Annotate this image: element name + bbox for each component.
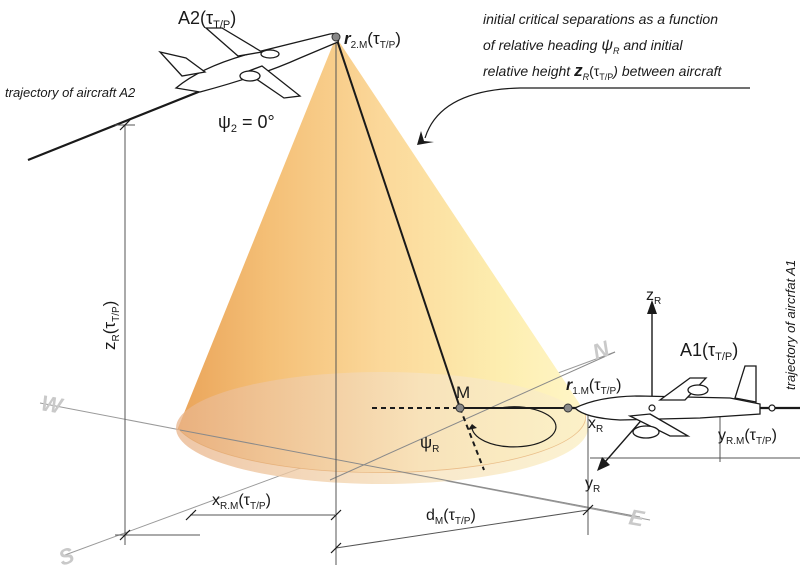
- r1-label: r1.M(τT/P): [566, 377, 621, 397]
- dm-dimension-label: dM(τT/P): [426, 507, 476, 527]
- xr-axis-label: xR: [588, 415, 603, 435]
- zr-dimension-label: zR(τT/P): [100, 301, 122, 350]
- a2-label: A2(τT/P): [178, 8, 236, 31]
- west-axis-front: [179, 429, 641, 518]
- compass-west: W: [39, 390, 66, 419]
- cone-base-front-edge: [177, 411, 587, 474]
- psi-r-label: ψR: [420, 433, 439, 455]
- psi2-label: ψ2 = 0°: [218, 112, 275, 135]
- point-r2: [331, 32, 341, 42]
- cone-base: [176, 372, 588, 484]
- r2-label: r2.M(τT/P): [344, 29, 401, 51]
- heading-dashed-down: [459, 407, 485, 471]
- north-axis-front: [329, 351, 616, 481]
- zr-dimension: [115, 37, 800, 565]
- compass-east: E: [627, 504, 647, 531]
- trajectory-a1-label: trajectory of aircrfat A1: [783, 260, 798, 390]
- note-leader-line: [424, 87, 750, 139]
- svg-text:of relative heading ψR and ini: of relative heading ψR and initial: [483, 37, 683, 56]
- psi-r-arc: [471, 406, 557, 448]
- compass-south: S: [55, 542, 78, 571]
- r2-to-m-line: [335, 36, 461, 409]
- svg-text:initial critical separations a: initial critical separations as a functi…: [483, 11, 718, 27]
- point-r1: [563, 403, 573, 413]
- aircraft-a1-icon: [573, 365, 761, 439]
- separation-cone: [176, 37, 588, 484]
- zr-axis-label: zR: [646, 287, 661, 307]
- note-text: initial critical separations as a functi…: [483, 11, 723, 82]
- aircraft-a2-icon: [158, 27, 340, 99]
- cone-body: [178, 37, 586, 473]
- trajectory-a2-label: trajectory of aircraft A2: [5, 85, 136, 100]
- xrm-dimension-label: xR.M(τT/P): [212, 492, 271, 512]
- yr-axis-label: yR: [585, 475, 600, 495]
- point-m: [455, 403, 465, 413]
- svg-text:relative height zR(τT/P) betwe: relative height zR(τT/P) between aircraf…: [483, 61, 723, 82]
- a1-label: A1(τT/P): [680, 340, 738, 363]
- yrm-dimension-label: yR.M(τT/P): [718, 427, 777, 447]
- m-label: M: [456, 383, 470, 402]
